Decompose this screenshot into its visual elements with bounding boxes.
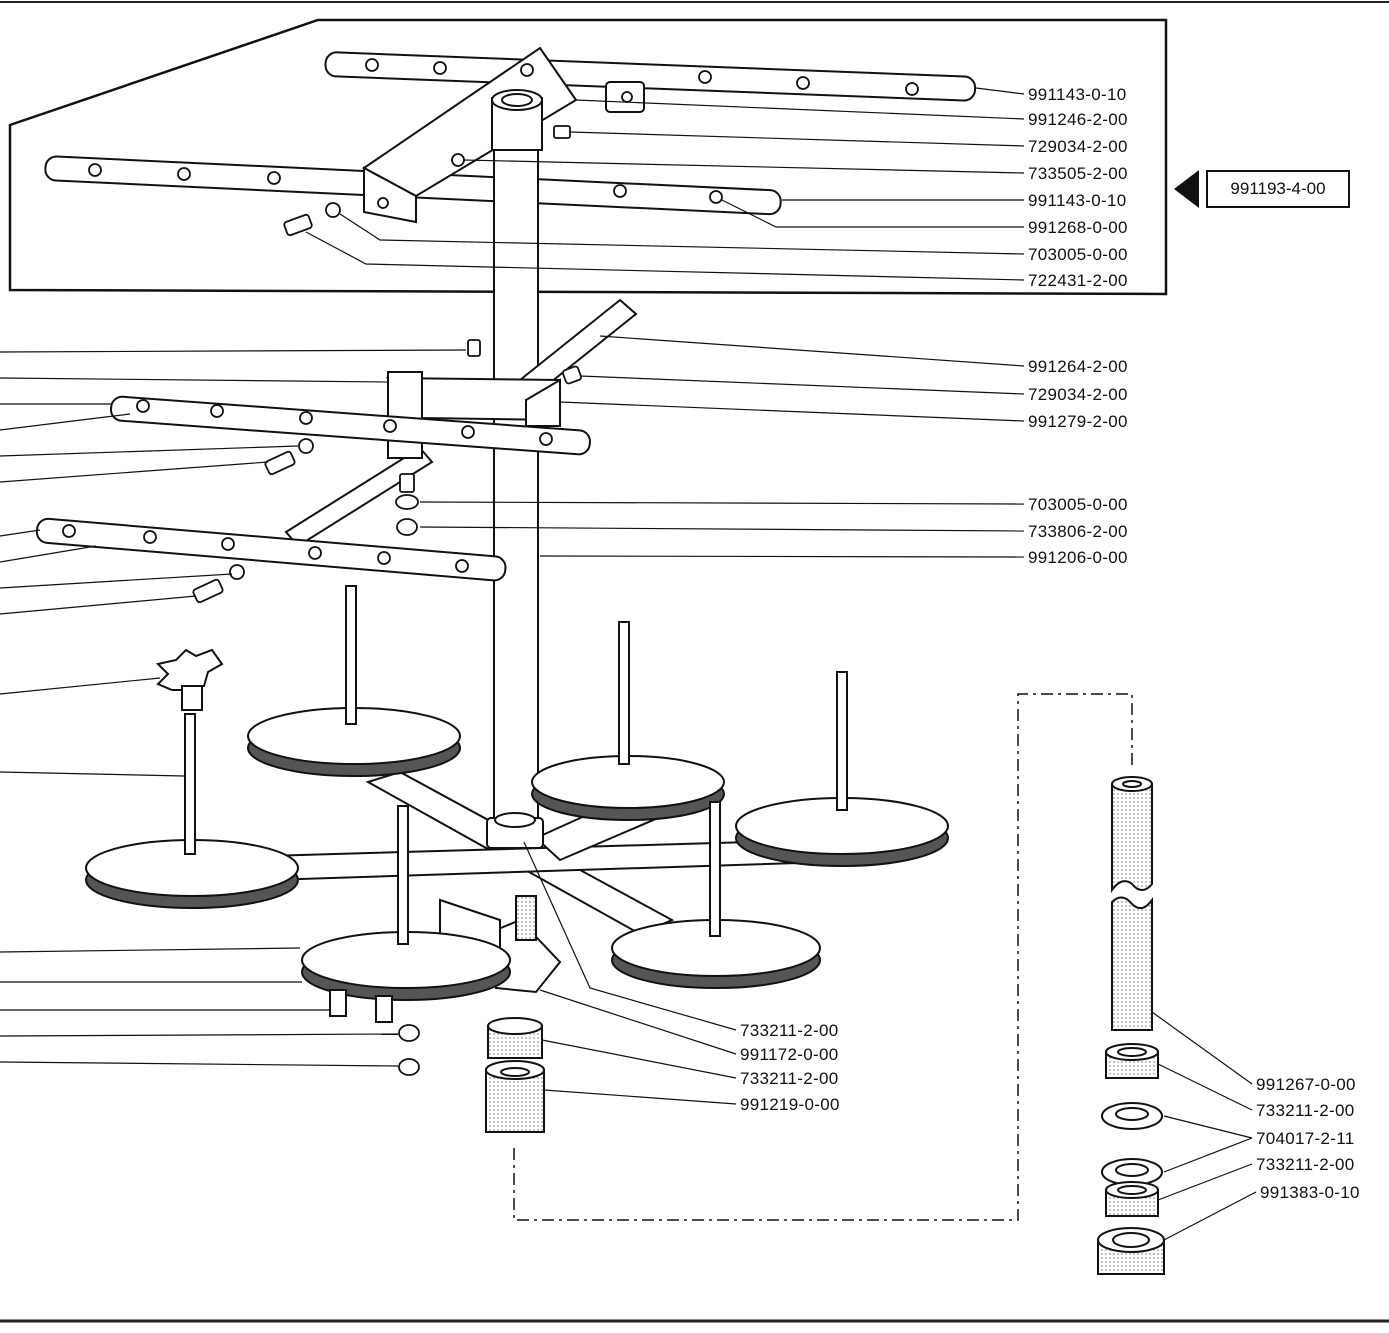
disc-bracket <box>329 989 393 1023</box>
part-label: 733211-2-00 <box>1256 1101 1355 1120</box>
stack-parts <box>1097 1043 1165 1275</box>
part-label: 733505-2-00 <box>1028 164 1128 183</box>
part-label: 704017-2-11 <box>1256 1129 1355 1148</box>
part-label: 991143-0-10 <box>1028 191 1127 210</box>
part-label: 703005-0-00 <box>1028 495 1128 514</box>
part-label: 991268-0-00 <box>1028 218 1128 237</box>
part-label: 991267-0-00 <box>1256 1075 1356 1094</box>
leader-lines <box>0 87 1257 1241</box>
middle-assembly <box>35 298 638 582</box>
small-nuts <box>398 1024 420 1076</box>
part-label: 733211-2-00 <box>1256 1155 1355 1174</box>
part-label: 991246-2-00 <box>1028 110 1128 129</box>
part-label: 729034-2-00 <box>1028 137 1128 156</box>
reference-arrow-icon <box>1174 170 1199 208</box>
spool-discs <box>85 585 949 1001</box>
part-label: 733806-2-00 <box>1028 522 1128 541</box>
part-label: 991383-0-10 <box>1260 1183 1360 1202</box>
top-hub <box>491 81 645 151</box>
part-label: 991172-0-00 <box>740 1045 839 1064</box>
central-pole <box>493 149 539 831</box>
part-label: 991206-0-00 <box>1028 548 1128 567</box>
part-label: 733211-2-00 <box>740 1021 839 1040</box>
part-label: 722431-2-00 <box>1028 271 1128 290</box>
base-nut <box>486 812 544 941</box>
dash-dot-route <box>513 693 1133 1221</box>
rod-detail <box>1111 776 1153 1031</box>
star-knob <box>156 648 224 711</box>
inset-frame <box>8 18 1168 296</box>
part-label: 729034-2-00 <box>1028 385 1128 404</box>
part-label: 991279-2-00 <box>1028 412 1128 431</box>
part-label: 991264-2-00 <box>1028 357 1128 376</box>
middle-holes <box>62 399 553 573</box>
reference-part-number: 991193-4-00 <box>1206 170 1350 208</box>
part-label: 733211-2-00 <box>740 1069 839 1088</box>
middle-small-parts <box>192 339 582 604</box>
bushings <box>485 1017 545 1133</box>
part-label: 991219-0-00 <box>740 1095 840 1114</box>
top-arms <box>44 46 977 224</box>
part-label: 991143-0-10 <box>1028 85 1127 104</box>
top-screws <box>283 125 571 237</box>
part-label: 703005-0-00 <box>1028 245 1128 264</box>
